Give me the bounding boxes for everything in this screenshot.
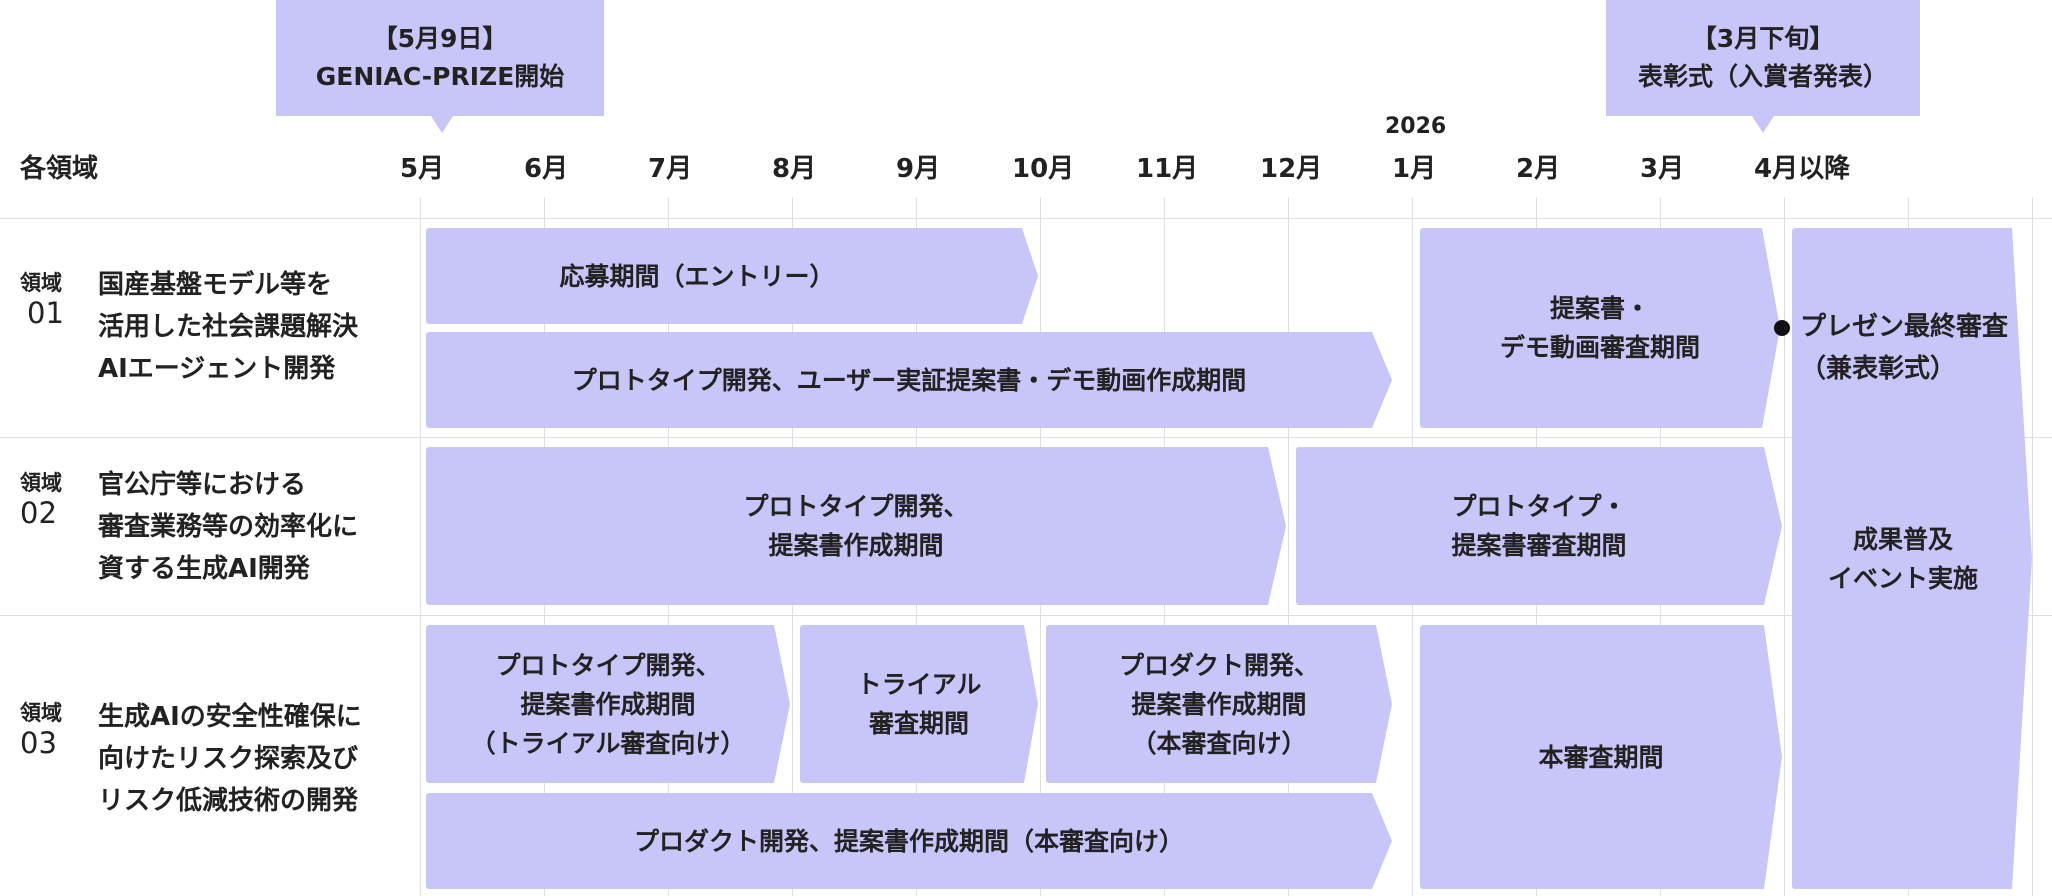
bar-d3-product-text-3: （本審査向け）: [1131, 728, 1307, 758]
month-apr-later: 4月以降: [1754, 154, 1851, 184]
gridline-dec: [1288, 198, 1289, 896]
bar-d1-prototype-period: プロトタイプ開発、ユーザー実証提案書・デモ動画作成期間: [426, 332, 1392, 428]
bar-d3-prototype-text-2: 提案書作成期間: [520, 689, 696, 719]
bar-d3-trial-review-period: トライアル 審査期間: [800, 625, 1038, 783]
gridline-may: [420, 198, 421, 896]
bar-d3-product-text-2: 提案書作成期間: [1131, 689, 1307, 719]
callout-start-label: GENIAC-PRIZE開始: [315, 62, 565, 91]
domain-01-badge: 領域 01: [20, 272, 64, 328]
bar-d1-review-text-1: 提案書・: [1549, 294, 1650, 323]
domain-02-line-2: 審査業務等の効率化に: [98, 512, 359, 542]
callout-award-date: 【3月下旬】: [1691, 24, 1835, 53]
bar-d3-product-long-period: プロダクト開発、提案書作成期間（本審査向け）: [426, 793, 1392, 889]
bar-results-text-2: イベント実施: [1827, 563, 1978, 593]
row-divider-01: [0, 437, 2052, 438]
final-review-label: プレゼン最終審査 （兼表彰式）: [1800, 306, 2008, 390]
month-jan: 1月: [1392, 154, 1437, 184]
domain-02-badge: 領域 02: [20, 472, 62, 528]
gridline-apr: [1784, 198, 1785, 896]
domain-01-number: 01: [27, 296, 64, 330]
bar-d1-entry-text-1: 応募期間（エントリー）: [559, 261, 835, 291]
bar-d3-prototype-text-3: （トライアル審査向け）: [470, 728, 746, 758]
bar-results-event: 成果普及 イベント実施: [1792, 228, 2032, 889]
row-divider-02: [0, 615, 2052, 616]
bar-d3-main-review-text-1: 本審査期間: [1538, 742, 1664, 772]
domain-03-description: 生成AIの安全性確保に 向けたリスク探索及び リスク低減技術の開発: [98, 696, 362, 822]
domain-03-line-1: 生成AIの安全性確保に: [98, 702, 362, 732]
bar-d3-trial-text-2: 審査期間: [868, 709, 969, 738]
callout-award-label: 表彰式（入賞者発表）: [1637, 62, 1888, 91]
domain-02-tag: 領域: [20, 471, 62, 495]
domain-01-description: 国産基盤モデル等を 活用した社会課題解決 AIエージェント開発: [98, 264, 358, 390]
year-label: 2026: [1385, 114, 1447, 139]
domain-01-line-1: 国産基盤モデル等を: [98, 270, 333, 300]
bar-d3-prototype-trial-period: プロトタイプ開発、 提案書作成期間 （トライアル審査向け）: [426, 625, 790, 783]
callout-start: 【5月9日】 GENIAC-PRIZE開始: [276, 0, 604, 116]
bar-d3-product-text-1: プロダクト開発、: [1118, 650, 1319, 680]
bar-d3-trial-text-1: トライアル: [856, 670, 982, 699]
domain-02-description: 官公庁等における 審査業務等の効率化に 資する生成AI開発: [98, 464, 358, 590]
month-feb: 2月: [1516, 154, 1561, 184]
bar-results-text-1: 成果普及: [1852, 524, 1953, 554]
domain-02-line-3: 資する生成AI開発: [98, 554, 310, 584]
domain-column-header: 各領域: [20, 154, 99, 184]
bar-d1-entry-period: 応募期間（エントリー）: [426, 228, 1038, 324]
bar-d3-product-long-text-1: プロダクト開発、提案書作成期間（本審査向け）: [633, 826, 1184, 856]
final-review-line-2: （兼表彰式）: [1800, 354, 1957, 384]
domain-03-line-2: 向けたリスク探索及び: [98, 744, 359, 774]
domain-03-line-3: リスク低減技術の開発: [98, 786, 359, 816]
bar-d2-prototype-text-1: プロトタイプ開発、: [743, 492, 969, 521]
callout-start-pointer: [431, 116, 453, 133]
month-dec: 12月: [1260, 154, 1323, 184]
bar-d2-review-text-1: プロトタイプ・: [1451, 492, 1627, 521]
callout-award: 【3月下旬】 表彰式（入賞者発表）: [1606, 0, 1920, 116]
month-jun: 6月: [524, 154, 569, 184]
month-oct: 10月: [1012, 154, 1075, 184]
bar-d3-main-review-period: 本審査期間: [1420, 625, 1782, 889]
callout-award-pointer: [1752, 116, 1774, 133]
domain-01-line-3: AIエージェント開発: [98, 354, 336, 384]
month-jul: 7月: [648, 154, 693, 184]
month-aug: 8月: [772, 154, 817, 184]
month-may: 5月: [400, 154, 445, 184]
gridline-after2: [2032, 198, 2033, 896]
domain-01-line-2: 活用した社会課題解決: [98, 312, 359, 342]
final-review-marker: [1774, 320, 1790, 336]
bar-d3-product-period: プロダクト開発、 提案書作成期間 （本審査向け）: [1046, 625, 1392, 783]
domain-03-number: 03: [20, 726, 57, 760]
bar-d2-prototype-period: プロトタイプ開発、 提案書作成期間: [426, 447, 1286, 605]
row-divider-header: [0, 218, 2052, 219]
bar-d3-prototype-text-1: プロトタイプ開発、: [495, 650, 721, 680]
domain-03-badge: 領域 03: [20, 702, 62, 758]
bar-d2-review-period: プロトタイプ・ 提案書審査期間: [1296, 447, 1782, 605]
callout-start-date: 【5月9日】: [372, 24, 508, 53]
bar-d2-prototype-text-2: 提案書作成期間: [768, 531, 944, 560]
bar-d1-review-period: 提案書・ デモ動画審査期間: [1420, 228, 1780, 428]
final-review-line-1: プレゼン最終審査: [1800, 312, 2009, 342]
domain-02-line-1: 官公庁等における: [98, 470, 307, 500]
domain-01-tag: 領域: [20, 271, 62, 295]
month-nov: 11月: [1136, 154, 1199, 184]
domain-03-tag: 領域: [20, 701, 62, 725]
domain-02-number: 02: [20, 496, 57, 530]
month-mar: 3月: [1640, 154, 1685, 184]
bar-d1-prototype-text-1: プロトタイプ開発、ユーザー実証提案書・デモ動画作成期間: [571, 365, 1247, 395]
bar-d2-review-text-2: 提案書審査期間: [1451, 531, 1627, 560]
month-sep: 9月: [896, 154, 941, 184]
bar-d1-review-text-2: デモ動画審査期間: [1499, 333, 1700, 362]
